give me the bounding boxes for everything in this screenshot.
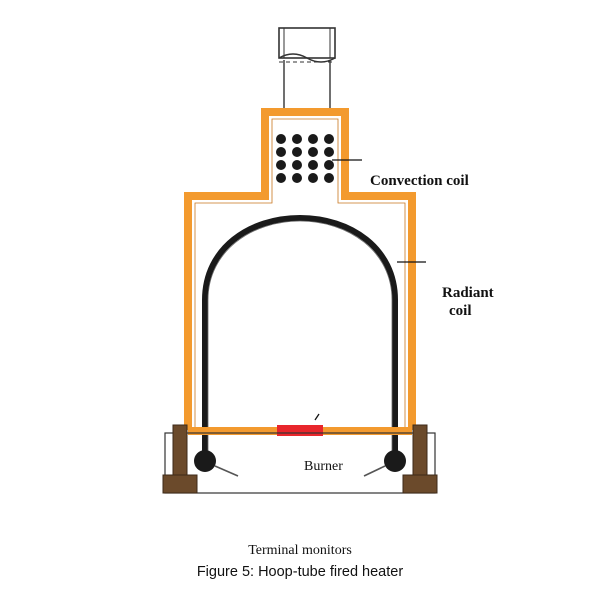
terminal-manifold-left [194,450,216,472]
terminal-leader-left [214,465,239,477]
heater-base [164,432,436,494]
figure-caption: Figure 5: Hoop-tube fired heater [197,564,404,580]
convection-tube [292,134,302,144]
terminal-monitors-label: Terminal monitors [248,543,352,558]
radiant-coil-label-line1: Radiant [442,285,494,301]
support-leg-left [172,424,188,478]
convection-tube [292,160,302,170]
radiant-coil-label-line2: coil [449,303,472,319]
support-foot-left [162,474,198,494]
radiant-hoop-coil [202,214,398,458]
convection-tube [276,134,286,144]
convection-tube [308,173,318,183]
heater-casing-inner-line [194,118,406,430]
convection-tube [276,160,286,170]
radiant-hoop-coil-highlight [207,220,393,455]
convection-tube [308,160,318,170]
convection-tube [324,173,334,183]
convection-coil-tube-bank [276,134,334,183]
support-leg-right [412,424,428,478]
stack-cap [278,27,336,59]
convection-tube [276,147,286,157]
terminal-leader-right [363,465,386,477]
stack [278,27,336,110]
burner-tip-icon [314,413,320,421]
heater-casing [184,108,416,430]
convection-coil-label: Convection coil [370,173,469,189]
burner-label: Burner [304,459,343,474]
convection-tube [324,134,334,144]
support-foot-right [402,474,438,494]
convection-tube [324,160,334,170]
convection-tube [292,173,302,183]
convection-tube [324,147,334,157]
convection-tube [308,147,318,157]
terminal-manifold-right [384,450,406,472]
convection-tube [292,147,302,157]
convection-tube [276,173,286,183]
convection-tube [308,134,318,144]
stack-break [278,53,336,63]
burner-flame [277,425,323,436]
